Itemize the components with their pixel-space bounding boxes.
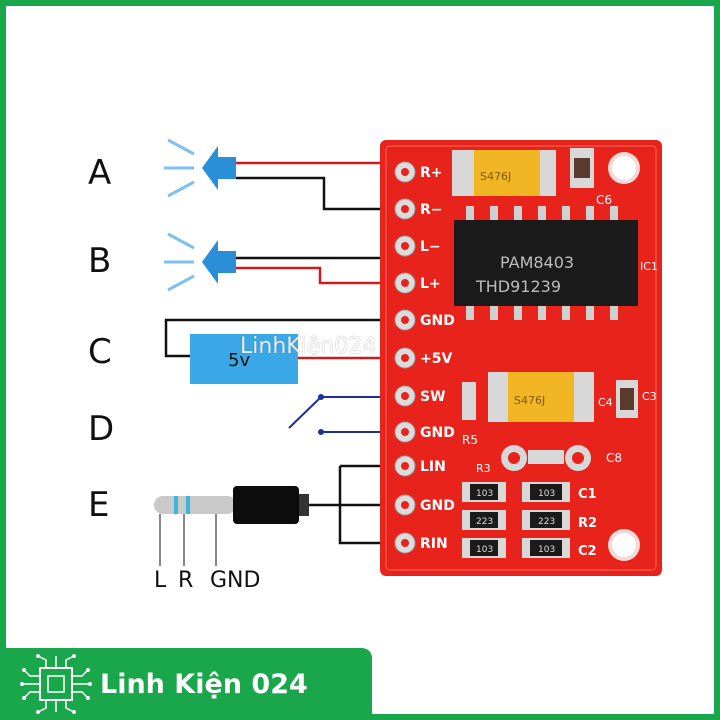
pin-label-lin: LIN bbox=[420, 459, 446, 475]
wire-a-red bbox=[236, 161, 407, 170]
jack-label-r: R bbox=[178, 568, 193, 593]
row-label-c: C bbox=[88, 332, 112, 372]
chip-line-1: PAM8403 bbox=[500, 253, 574, 272]
watermark: LinhKiện024 bbox=[240, 334, 377, 359]
jack-label-gnd: GND bbox=[210, 568, 260, 593]
smd-code-4: 223 bbox=[538, 517, 555, 527]
res-r3-label: R3 bbox=[476, 462, 491, 475]
row-label-a: A bbox=[88, 153, 111, 193]
wire-b-red bbox=[236, 266, 405, 285]
smd-code-2: 103 bbox=[538, 489, 555, 499]
audio-jack-e bbox=[154, 486, 309, 566]
pin-label-sw: SW bbox=[420, 389, 446, 405]
smd-code-3: 223 bbox=[476, 517, 493, 527]
tantalum-top-code: S476J bbox=[480, 170, 511, 183]
pin-label-l-minus: L− bbox=[420, 239, 441, 255]
pam8403-board: R+ R− L− L+ GND +5V SW GND LIN GND RIN S… bbox=[380, 140, 662, 576]
smd-code-6: 103 bbox=[538, 545, 555, 555]
speaker-b-icon bbox=[164, 232, 236, 292]
chip-line-2: THD91239 bbox=[475, 277, 561, 296]
label-r2: R2 bbox=[578, 516, 597, 531]
speaker-a-icon bbox=[164, 138, 236, 198]
res-r5-label: R5 bbox=[462, 433, 478, 447]
pin-label-l-plus: L+ bbox=[420, 276, 441, 292]
wire-b-black bbox=[236, 246, 407, 260]
pin-label-rin: RIN bbox=[420, 536, 448, 552]
circuit-chip-icon bbox=[20, 654, 92, 714]
wire-c-black bbox=[164, 318, 405, 358]
row-label-b: B bbox=[88, 241, 111, 281]
brand-footer: Linh Kiện 024 bbox=[0, 648, 372, 720]
pin-label-gnd-1: GND bbox=[420, 313, 455, 329]
cap-c3-label: C3 bbox=[642, 390, 657, 403]
pin-label-5v: +5V bbox=[420, 351, 452, 367]
wire-a-black bbox=[236, 176, 405, 211]
row-label-d: D bbox=[88, 409, 114, 449]
cap-c8-label: C8 bbox=[606, 451, 622, 465]
row-label-e: E bbox=[88, 485, 109, 525]
pin-label-r-minus: R− bbox=[420, 202, 443, 218]
battery-label: 5v bbox=[228, 350, 250, 371]
battery-5v bbox=[190, 334, 298, 384]
label-c2: C2 bbox=[578, 544, 597, 559]
label-c1: C1 bbox=[578, 487, 597, 502]
jack-label-l: L bbox=[154, 568, 167, 593]
ic-chip bbox=[454, 220, 638, 306]
cap-c4-label: C4 bbox=[598, 396, 613, 409]
pin-label-r-plus: R+ bbox=[420, 165, 443, 181]
pin-label-gnd-2: GND bbox=[420, 425, 455, 441]
brand-name: Linh Kiện 024 bbox=[100, 668, 308, 700]
smd-code-1: 103 bbox=[476, 489, 493, 499]
smd-code-5: 103 bbox=[476, 545, 493, 555]
pin-label-gnd-3: GND bbox=[420, 498, 455, 514]
tantalum-mid-code: S476J bbox=[514, 394, 545, 407]
chip-ref-label: IC1 bbox=[640, 260, 658, 273]
cap-c6-label: C6 bbox=[596, 193, 612, 207]
